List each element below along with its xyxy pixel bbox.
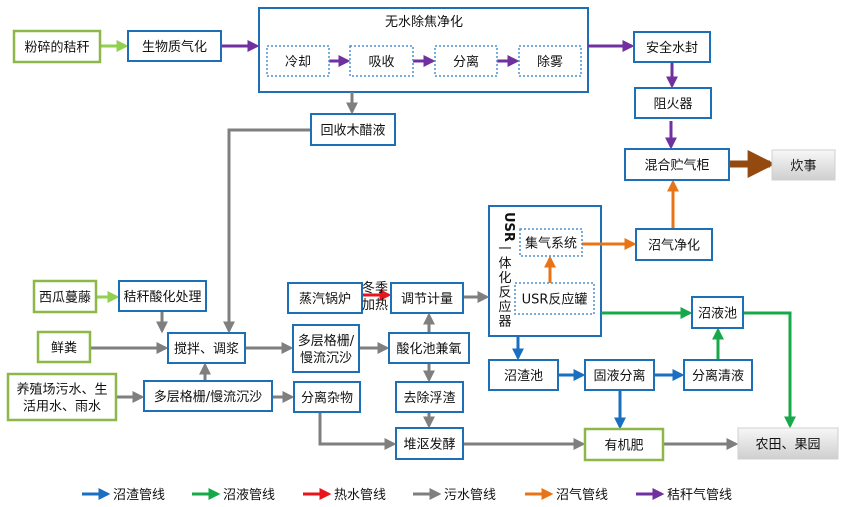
usr-group-label-char: 体 xyxy=(498,257,511,272)
node-label: 分离 xyxy=(453,54,479,70)
node-label: 鲜粪 xyxy=(51,341,77,356)
node-label: 分离杂物 xyxy=(301,390,353,406)
node-label: 活用水、雨水 xyxy=(23,400,101,415)
node-boiler: 蒸汽锅炉 xyxy=(287,282,363,314)
node-label: 酸化池兼氧 xyxy=(396,342,461,357)
node-label: 固液分离 xyxy=(593,368,645,384)
node-label: 炊事 xyxy=(790,159,816,174)
node-scum: 去除浮渣 xyxy=(395,381,464,413)
node-cool: 冷却 xyxy=(266,45,330,77)
node-slurrypool: 沼液池 xyxy=(691,296,744,329)
node-compost: 堆沤发酵 xyxy=(395,427,464,460)
usr-group-label-char: 应 xyxy=(498,299,511,315)
node-label: 分离清液 xyxy=(692,368,744,384)
winter-label: 冬季 xyxy=(362,280,388,296)
node-absorb: 吸收 xyxy=(349,45,414,77)
node-grille2: 多层格栅/慢流沉沙 xyxy=(292,324,360,373)
legend-item: 沼渣管线 xyxy=(82,488,165,503)
legend-label: 秸秆气管线 xyxy=(667,487,732,503)
node-label: 混合贮气柜 xyxy=(644,158,709,174)
node-label: 西瓜蔓藤 xyxy=(39,291,91,306)
node-label: 养殖场污水、生 xyxy=(16,382,107,398)
node-label: 农田、果园 xyxy=(755,438,820,453)
legend-label: 沼渣管线 xyxy=(113,488,165,503)
node-label: 安全水封 xyxy=(646,40,698,56)
node-label: 回收木醋液 xyxy=(320,123,385,139)
legend-label: 沼气管线 xyxy=(556,487,608,503)
node-usrtank: USR反应罐 xyxy=(514,282,595,315)
node-clearliquid: 分离清液 xyxy=(683,359,753,391)
heating-label: 加热 xyxy=(362,298,388,313)
node-label: USR反应罐 xyxy=(522,292,588,308)
node-grille1: 多层格栅/慢流沉沙 xyxy=(143,380,273,412)
flow-arrow-gray xyxy=(318,412,397,450)
legend-label: 热水管线 xyxy=(334,488,386,503)
node-label: 去除浮渣 xyxy=(403,391,455,406)
node-vinegar: 回收木醋液 xyxy=(310,113,396,146)
node-mixing: 搅拌、调浆 xyxy=(167,332,246,364)
node-acidify-straw: 秸秆酸化处理 xyxy=(118,280,207,312)
node-manure: 鲜粪 xyxy=(36,330,92,364)
node-label: 搅拌、调浆 xyxy=(174,341,239,357)
node-demist: 除雾 xyxy=(518,45,582,77)
node-solidliquid: 固液分离 xyxy=(584,359,655,391)
usr-group-label-char: 一 xyxy=(498,242,511,257)
node-arrester: 阻火器 xyxy=(634,87,712,119)
node-gasify: 生物质气化 xyxy=(127,30,222,62)
usr-group-label-latin: USR xyxy=(501,212,516,242)
node-gascollect: 集气系统 xyxy=(519,228,583,257)
legend-item: 热水管线 xyxy=(303,488,386,503)
legend-item: 沼液管线 xyxy=(192,488,275,503)
legend-label: 沼液管线 xyxy=(223,488,275,503)
node-label: 冷却 xyxy=(285,55,311,70)
node-metering: 调节计量 xyxy=(390,282,464,314)
node-straw: 粉碎的秸秆 xyxy=(12,29,102,64)
node-label: 沼气净化 xyxy=(648,238,700,254)
usr-group-label-char: 化 xyxy=(498,271,511,286)
node-fertilizer: 有机肥 xyxy=(583,427,665,462)
legend-item: 秸秆气管线 xyxy=(636,487,732,503)
flow-arrow-gray xyxy=(223,128,311,334)
node-label: 集气系统 xyxy=(525,236,577,252)
group-title-dewatering: 无水除焦净化 xyxy=(385,15,463,30)
node-label: 吸收 xyxy=(368,55,394,70)
node-label: 蒸汽锅炉 xyxy=(299,291,351,307)
node-label: 堆沤发酵 xyxy=(403,437,455,453)
node-label: 除雾 xyxy=(537,55,563,70)
node-label: 有机肥 xyxy=(604,439,643,454)
node-gasholder: 混合贮气柜 xyxy=(624,148,730,181)
node-biogasclean: 沼气净化 xyxy=(635,228,713,261)
node-label: 沼渣池 xyxy=(504,369,543,384)
node-label: 多层格栅/慢流沉沙 xyxy=(154,389,262,405)
node-acidpool: 酸化池兼氧 xyxy=(388,332,470,364)
legend-label: 污水管线 xyxy=(444,488,496,503)
node-vine: 西瓜蔓藤 xyxy=(32,279,98,314)
node-farmland: 农田、果园 xyxy=(737,427,839,460)
node-label: 沼液池 xyxy=(698,307,737,322)
node-label: 调节计量 xyxy=(401,292,453,307)
usr-group-label-char: 反 xyxy=(498,286,511,301)
flow-arrow-green xyxy=(743,311,796,429)
node-residuepool: 沼渣池 xyxy=(488,359,559,391)
node-label: 慢流沉沙 xyxy=(300,350,352,366)
usr-group-label-char: 器 xyxy=(498,315,511,330)
node-debris: 分离杂物 xyxy=(293,381,361,413)
node-label: 多层格栅/ xyxy=(298,333,355,349)
node-separate: 分离 xyxy=(434,45,498,77)
legend-item: 污水管线 xyxy=(413,488,496,503)
node-cooking: 炊事 xyxy=(771,149,836,181)
node-label: 秸秆酸化处理 xyxy=(123,290,201,305)
node-waterseal: 安全水封 xyxy=(633,31,711,63)
legend-item: 沼气管线 xyxy=(525,487,608,503)
node-label: 阻火器 xyxy=(653,97,692,112)
node-label: 生物质气化 xyxy=(142,39,207,55)
node-label: 粉碎的秸秆 xyxy=(24,40,89,56)
